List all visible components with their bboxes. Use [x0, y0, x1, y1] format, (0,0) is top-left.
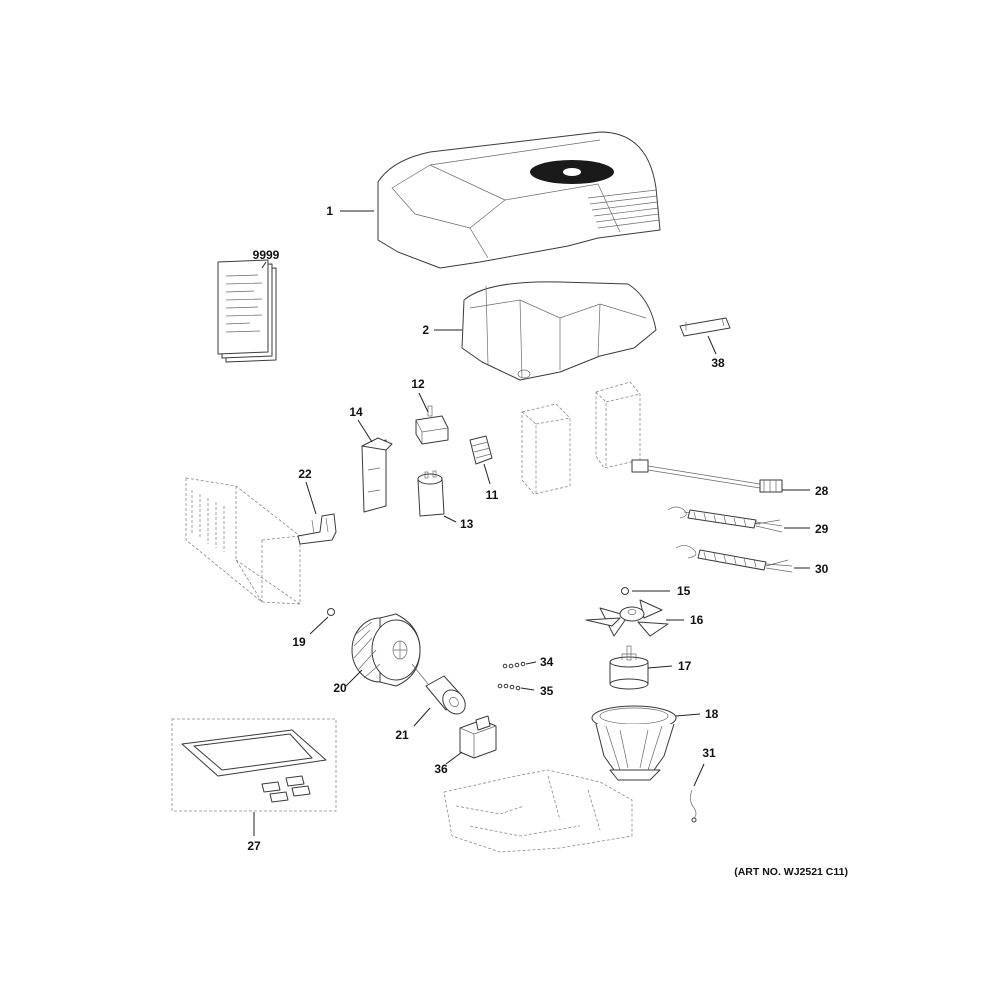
leader-line-38	[707, 335, 717, 355]
callout-27[interactable]: 27	[247, 839, 261, 853]
part-28-wire-harness[interactable]	[631, 459, 783, 493]
callout-34[interactable]: 34	[540, 655, 554, 669]
part-19-nut[interactable]	[327, 608, 335, 616]
callout-15[interactable]: 15	[677, 584, 691, 598]
leader-line-22	[305, 481, 317, 515]
callout-18[interactable]: 18	[705, 707, 719, 721]
part-13-capacitor[interactable]	[417, 470, 445, 517]
callout-35[interactable]: 35	[540, 684, 554, 698]
leader-line-19	[309, 616, 329, 635]
evaporator-coil	[185, 477, 301, 605]
callout-14[interactable]: 14	[349, 405, 363, 419]
art-number: (ART NO. WJ2521 C11)	[734, 866, 848, 878]
part-21-blower-motor[interactable]	[411, 663, 470, 718]
part-11-terminal-block[interactable]	[469, 435, 493, 465]
callout-13[interactable]: 13	[460, 517, 474, 531]
part-30-wire-harness[interactable]	[675, 545, 793, 573]
control-box-right	[595, 381, 641, 469]
base-pan	[443, 769, 633, 853]
callout-28[interactable]: 28	[815, 484, 829, 498]
part-9999-owners-manual[interactable]	[217, 259, 277, 363]
callout-2[interactable]: 2	[422, 323, 429, 337]
leader-line-9999	[261, 261, 267, 269]
part-12-relay[interactable]	[415, 405, 449, 445]
leader-line-21	[413, 707, 431, 727]
leader-line-13	[443, 515, 457, 523]
part-35-screws[interactable]	[497, 683, 521, 691]
leader-line-31	[693, 763, 705, 787]
part-15-nut[interactable]	[621, 587, 629, 595]
part-14-capacitor-bracket[interactable]	[361, 437, 393, 513]
part-34-screws[interactable]	[502, 661, 526, 669]
part-17-condenser-fan-motor[interactable]	[609, 645, 649, 690]
callout-22[interactable]: 22	[298, 467, 312, 481]
leader-line-11	[483, 463, 491, 485]
part-31-sensor-wire[interactable]	[690, 789, 697, 823]
leader-line-36	[445, 751, 463, 765]
callout-29[interactable]: 29	[815, 522, 829, 536]
callout-21[interactable]: 21	[395, 728, 409, 742]
part-2-inner-shroud[interactable]	[461, 281, 657, 381]
part-29-wire-harness[interactable]	[667, 506, 783, 533]
callout-17[interactable]: 17	[678, 659, 692, 673]
callout-11[interactable]: 11	[486, 488, 499, 502]
callout-12[interactable]: 12	[411, 377, 425, 391]
callout-16[interactable]: 16	[690, 613, 704, 627]
callout-1[interactable]: 1	[326, 204, 333, 218]
part-38-bracket[interactable]	[679, 317, 731, 337]
part-20-blower-wheel[interactable]	[351, 613, 421, 687]
part-18-fan-housing[interactable]	[591, 705, 677, 781]
callout-9999[interactable]: 9999	[253, 248, 280, 262]
part-1-outer-cover[interactable]	[377, 131, 661, 269]
callout-31[interactable]: 31	[702, 746, 716, 760]
callout-38[interactable]: 38	[711, 356, 725, 370]
leader-line-14	[357, 419, 373, 443]
leader-line-18	[675, 713, 701, 717]
part-27-gasket-kit[interactable]	[181, 729, 327, 803]
callout-36[interactable]: 36	[434, 762, 448, 776]
part-22-sensor-bracket[interactable]	[297, 513, 337, 545]
control-box-left	[521, 403, 571, 495]
callout-20[interactable]: 20	[333, 681, 347, 695]
callout-19[interactable]: 19	[292, 635, 306, 649]
part-27-kit-boundary	[171, 718, 337, 812]
part-16-fan-blade[interactable]	[585, 599, 669, 637]
leader-line-12	[418, 392, 429, 413]
leader-line-35	[520, 687, 535, 691]
leader-line-34	[525, 661, 537, 665]
part-36-bracket[interactable]	[459, 715, 497, 759]
callout-30[interactable]: 30	[815, 562, 829, 576]
leader-line-20	[345, 669, 363, 687]
leader-line-17	[647, 665, 673, 669]
